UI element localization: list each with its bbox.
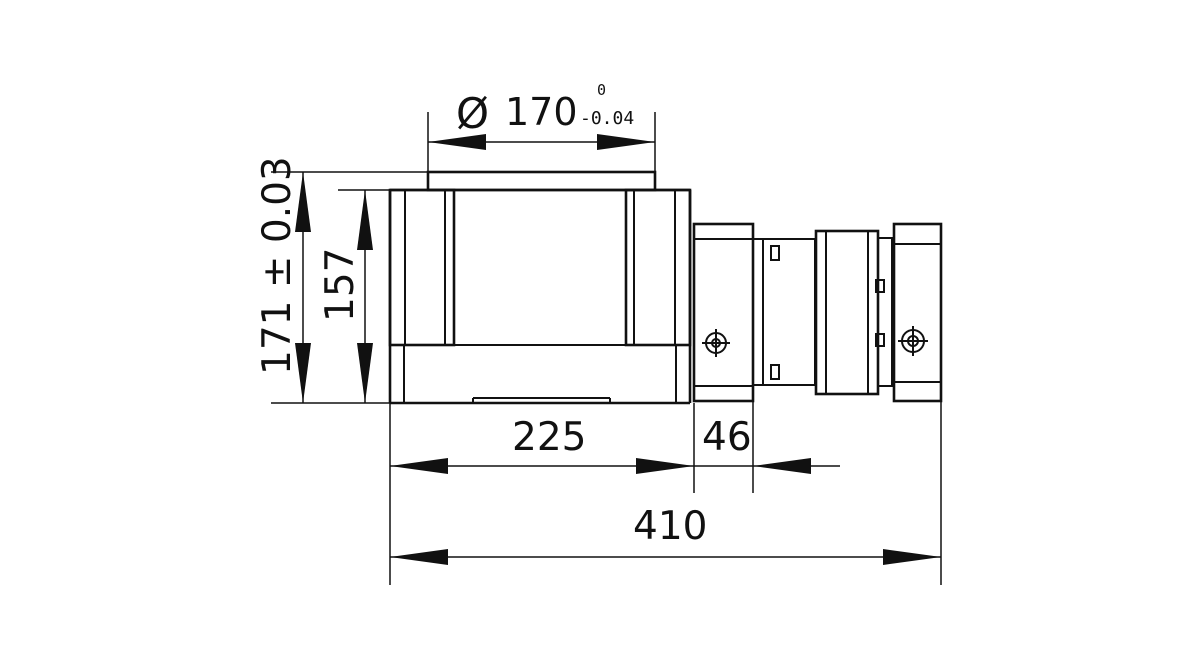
drive-assembly bbox=[692, 222, 943, 403]
width-body-label: 225 bbox=[512, 415, 586, 460]
bolt-symbol-left bbox=[702, 329, 730, 357]
bolt-symbol-right bbox=[898, 326, 928, 356]
tolerance-upper: 0 bbox=[597, 81, 606, 99]
diameter-dimension: Ø 170 0 -0.04 bbox=[427, 81, 656, 188]
length-dimensions: 225 46 410 bbox=[389, 390, 942, 585]
height-inner-label: 157 bbox=[318, 248, 363, 322]
machine-body bbox=[388, 170, 692, 405]
length-total-label: 410 bbox=[633, 504, 707, 549]
tolerance-lower: -0.04 bbox=[580, 108, 634, 129]
diameter-value: 170 bbox=[505, 90, 578, 134]
diameter-symbol: Ø bbox=[456, 89, 489, 138]
height-dimensions: 171 ± 0.03 157 bbox=[255, 156, 428, 404]
width-flange-label: 46 bbox=[702, 415, 752, 460]
height-total-label: 171 ± 0.03 bbox=[255, 156, 300, 375]
